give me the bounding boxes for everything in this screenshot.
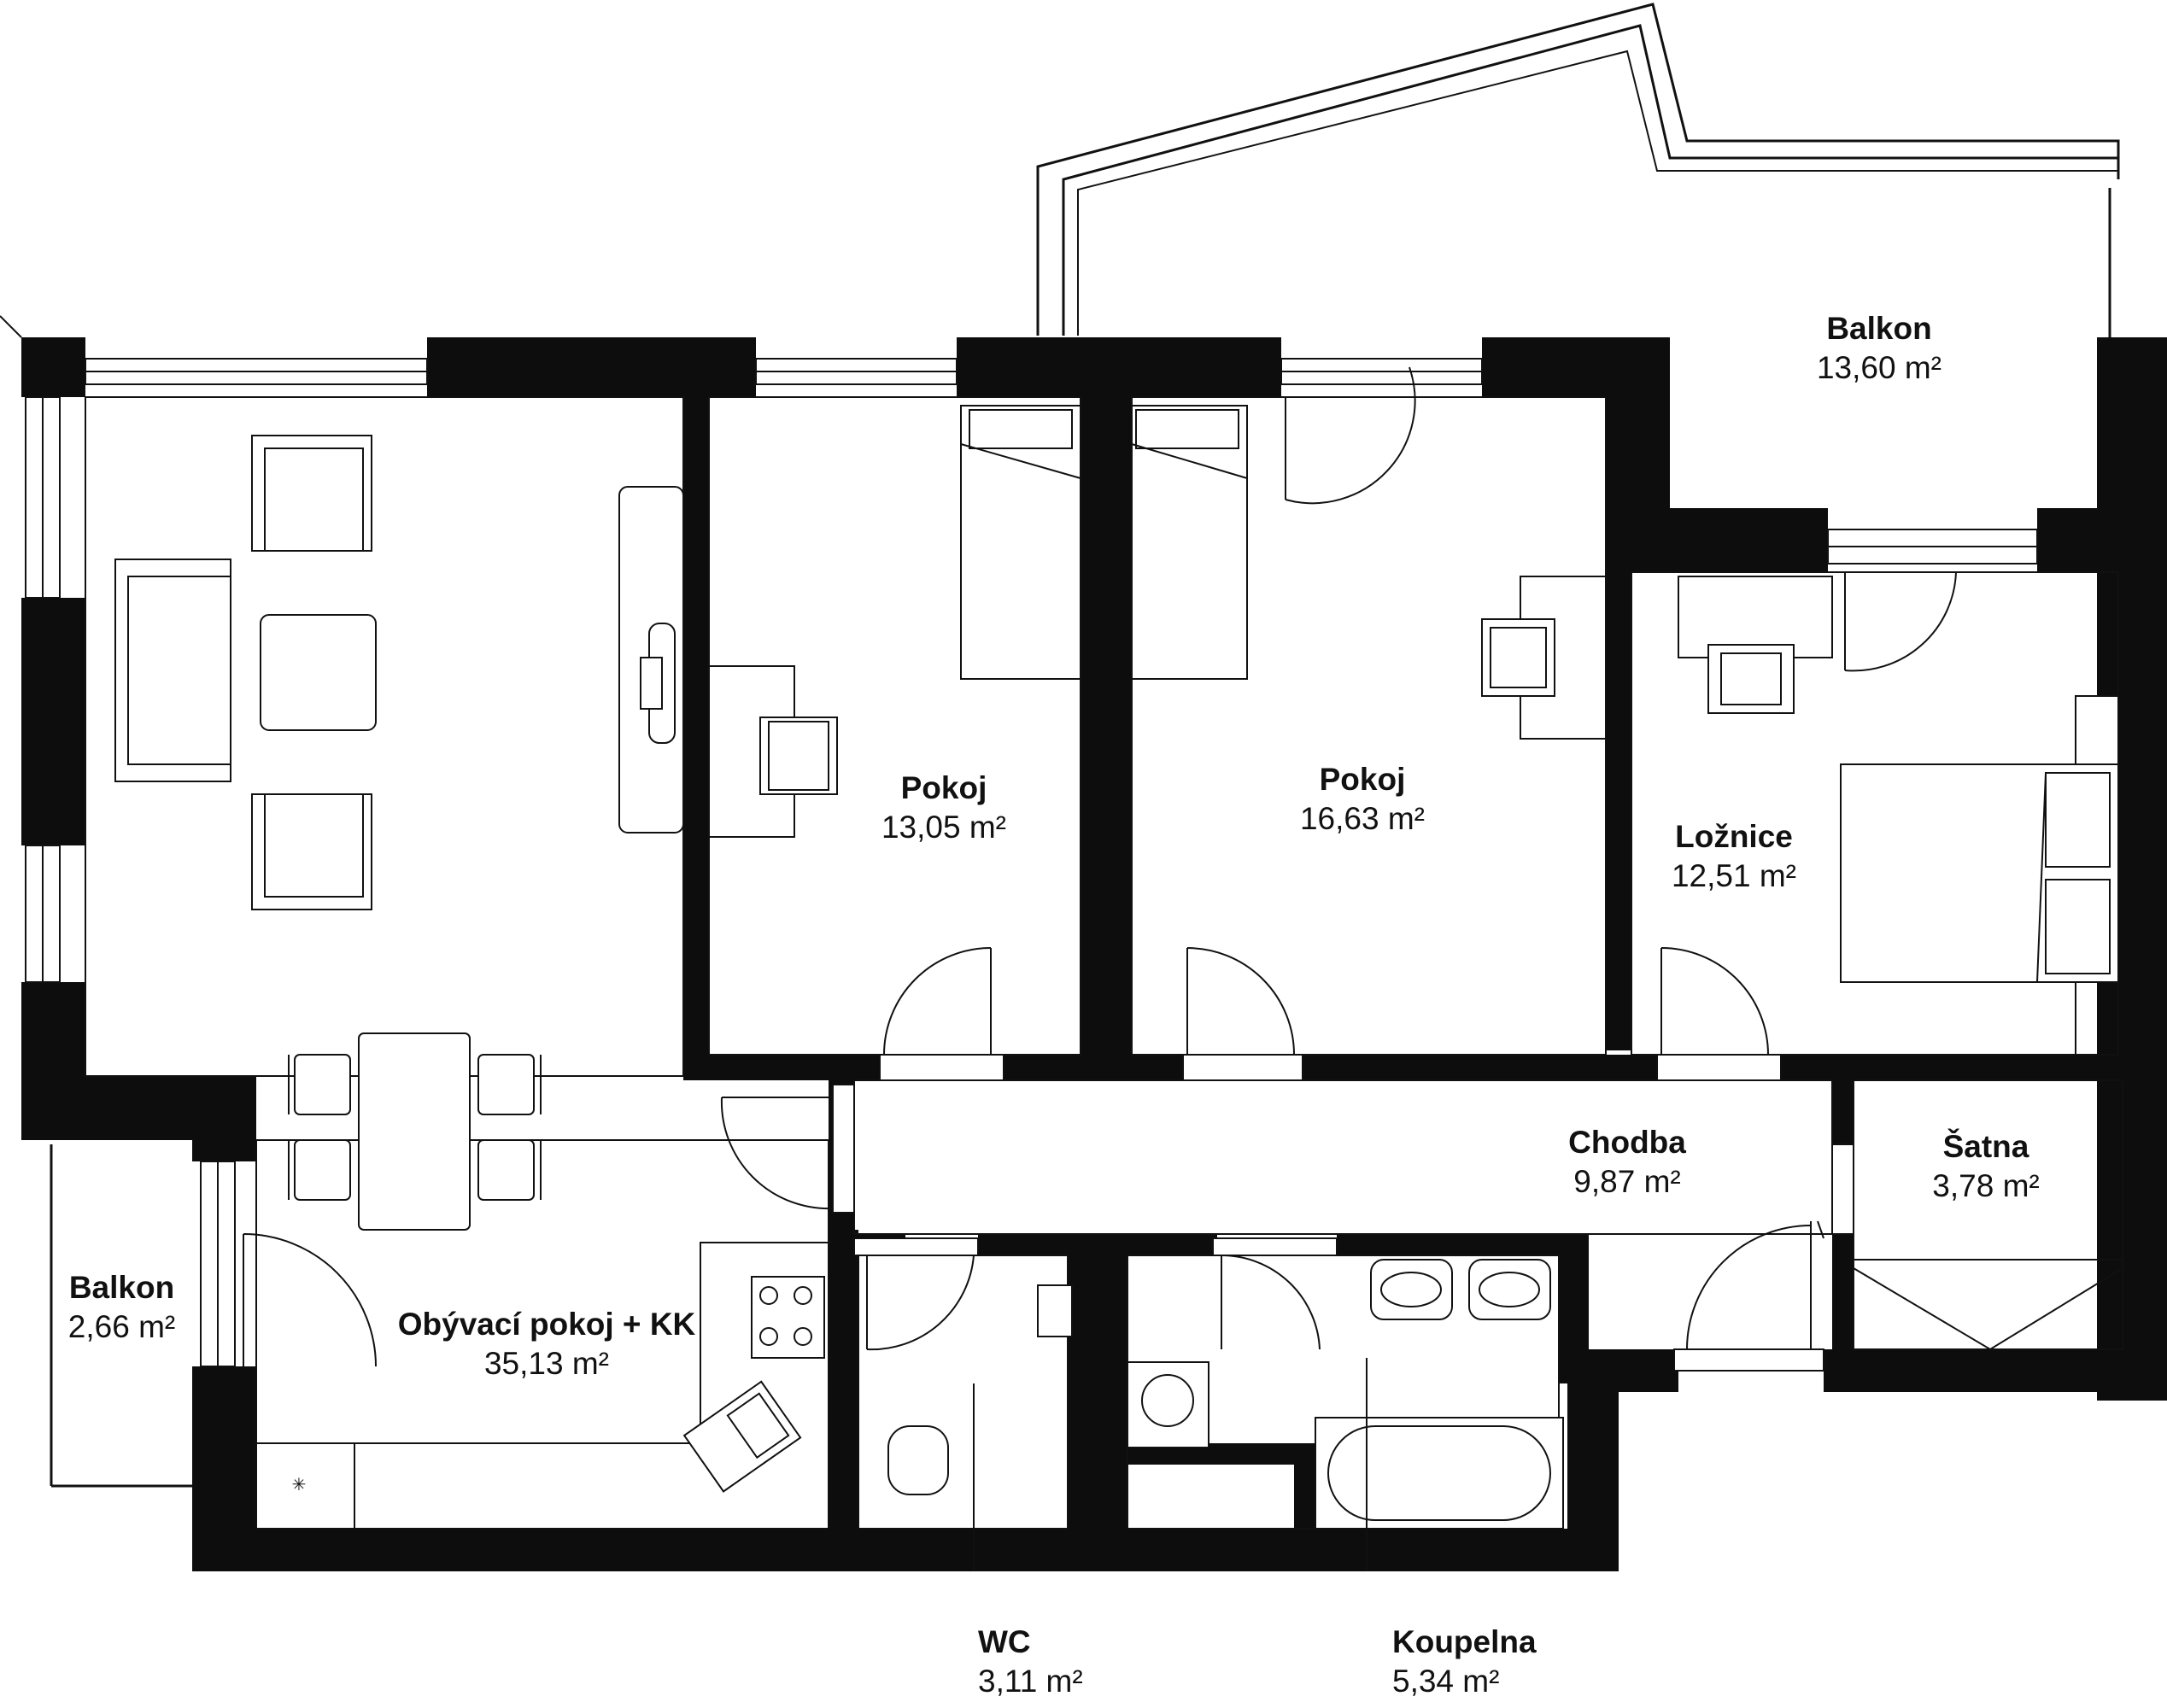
pokoj-1-furniture (708, 405, 1081, 838)
room-area: 2,66 m² (67, 1309, 176, 1345)
svg-text:✳: ✳ (292, 1474, 307, 1494)
room-label-koupelna: Koupelna 5,34 m² (1392, 1623, 1597, 1702)
pokoj-2-furniture (1131, 405, 1607, 740)
room-label-obyvaci: Obývací pokoj + KK 35,13 m² (376, 1305, 717, 1384)
room-area: 3,78 m² (1932, 1168, 2040, 1204)
room-area: 5,34 m² (1392, 1664, 1500, 1699)
walls (21, 337, 2167, 1571)
room-area: 12,51 m² (1671, 858, 1796, 894)
room-name: Pokoj (900, 770, 987, 805)
windows (25, 358, 2038, 1367)
living-furniture (114, 435, 684, 1231)
room-name: WC (978, 1624, 1031, 1659)
room-label-balkon-left: Balkon 2,66 m² (38, 1268, 205, 1348)
room-name: Balkon (68, 1270, 175, 1305)
room-name: Chodba (1568, 1125, 1686, 1160)
room-area: 13,60 m² (1816, 350, 1942, 386)
room-name: Ložnice (1675, 819, 1793, 854)
room-label-wc: WC 3,11 m² (978, 1623, 1132, 1702)
kitchen: ✳ (256, 1242, 833, 1529)
left-balcony-railing (0, 315, 192, 1488)
loznice-furniture (1678, 576, 2119, 1055)
room-name: Koupelna (1392, 1624, 1537, 1659)
room-area: 3,11 m² (978, 1664, 1083, 1699)
room-name: Obývací pokoj + KK (397, 1307, 696, 1342)
room-name: Balkon (1826, 311, 1932, 346)
room-area: 35,13 m² (483, 1346, 609, 1382)
room-name: Šatna (1942, 1129, 2029, 1164)
room-label-chodba: Chodba 9,87 m² (1520, 1123, 1734, 1202)
room-label-loznice: Ložnice 12,51 m² (1627, 817, 1841, 897)
satna-furniture (1853, 1259, 2123, 1351)
room-area: 13,05 m² (881, 810, 1006, 845)
top-balcony-railing (1036, 3, 2120, 337)
room-label-pokoj-1: Pokoj 13,05 m² (837, 769, 1051, 848)
wc-fixtures (887, 1284, 1073, 1571)
koupelna-fixtures (1127, 1259, 1564, 1571)
room-area: 9,87 m² (1573, 1164, 1681, 1200)
doors (243, 366, 1957, 1372)
room-label-pokoj-2: Pokoj 16,63 m² (1256, 760, 1469, 839)
room-name: Pokoj (1319, 762, 1406, 797)
room-label-satna: Šatna 3,78 m² (1879, 1127, 2093, 1207)
room-area: 16,63 m² (1299, 801, 1425, 837)
room-label-balkon-top: Balkon 13,60 m² (1777, 309, 1982, 389)
